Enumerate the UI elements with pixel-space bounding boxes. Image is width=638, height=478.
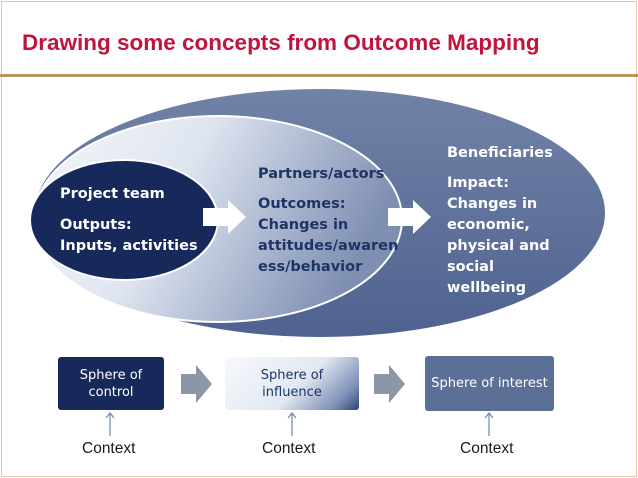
sphere-control-line-2: control — [88, 384, 134, 400]
outcomes-line-3: attitudes/awaren — [258, 238, 399, 254]
impact-line-1: Impact: — [447, 175, 509, 191]
sphere-influence-line-1: Sphere of — [260, 367, 324, 383]
sphere-control-line-1: Sphere of — [79, 367, 143, 383]
sphere-of-control-box: Sphere of control — [58, 357, 164, 410]
up-arrow-icon — [105, 412, 115, 436]
right-arrow-icon — [203, 200, 246, 234]
partners-heading: Partners/actors — [258, 166, 385, 182]
right-arrow-icon — [388, 200, 431, 234]
impact-line-5: social — [447, 259, 494, 275]
outcomes-line-2: Changes in — [258, 217, 349, 233]
outputs-detail: Inputs, activities — [60, 238, 198, 254]
slide-title: Drawing some concepts from Outcome Mappi… — [22, 30, 540, 55]
right-arrow-icon — [181, 365, 212, 403]
outcomes-line-1: Outcomes: — [258, 196, 346, 212]
impact-line-2: Changes in — [447, 196, 538, 212]
project-team-heading: Project team — [60, 186, 165, 202]
right-arrow-icon — [374, 365, 405, 403]
context-label-middle: Context — [262, 440, 316, 457]
beneficiaries-heading: Beneficiaries — [447, 145, 553, 161]
context-label-right: Context — [460, 440, 514, 457]
outcomes-line-4: ess/behavior — [258, 259, 363, 275]
outputs-label: Outputs: — [60, 217, 132, 233]
impact-line-4: physical and — [447, 238, 550, 254]
impact-line-6: wellbeing — [447, 280, 527, 296]
up-arrow-icon — [287, 412, 297, 436]
sphere-interest-label: Sphere of interest — [431, 376, 548, 391]
up-arrow-icon — [484, 412, 494, 436]
context-label-left: Context — [82, 440, 136, 457]
title-divider — [0, 74, 638, 77]
sphere-of-interest-box: Sphere of interest — [425, 356, 554, 411]
sphere-influence-line-2: influence — [262, 384, 322, 400]
impact-line-3: economic, — [447, 217, 530, 233]
sphere-of-influence-box: Sphere of influence — [225, 357, 359, 410]
